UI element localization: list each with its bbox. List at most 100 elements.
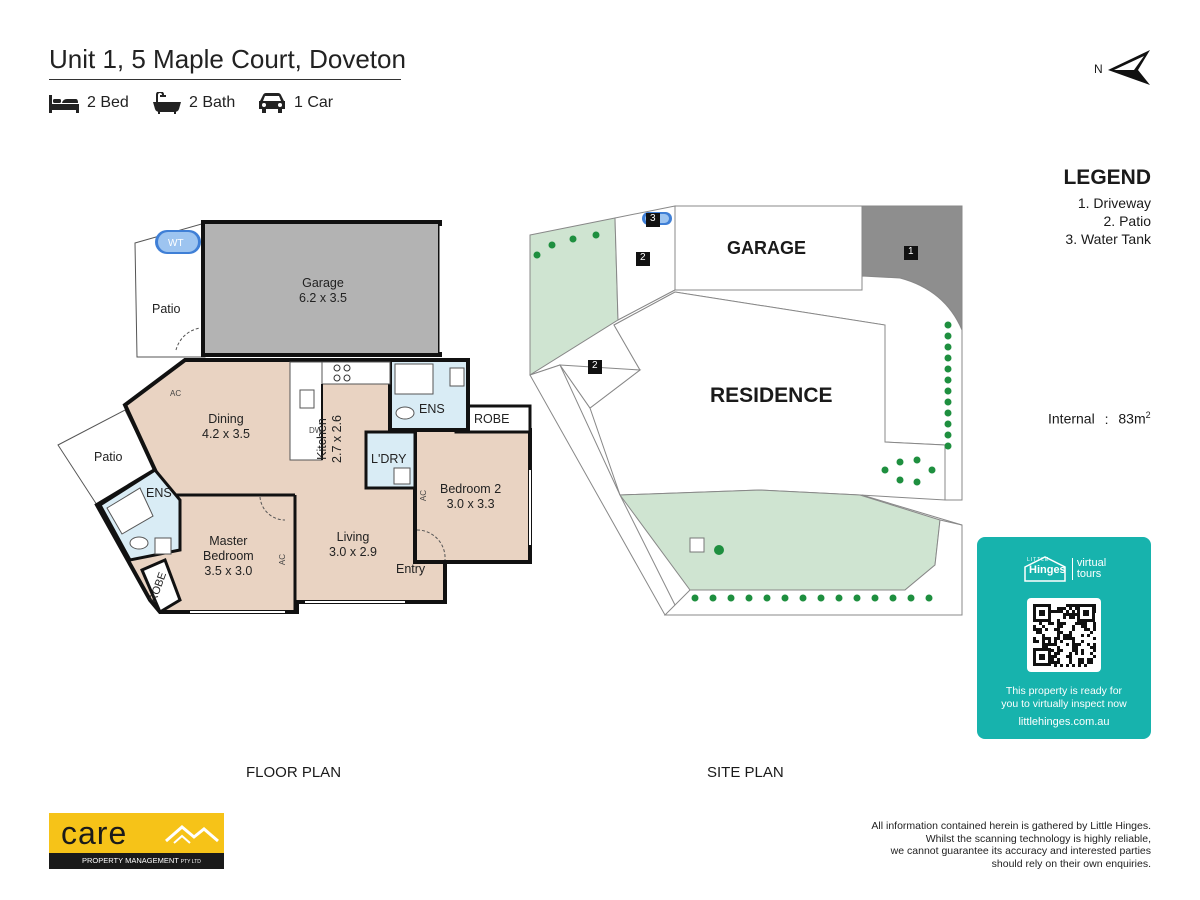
shrub-dot — [944, 387, 952, 395]
entry-label: Entry — [396, 562, 426, 576]
bath-icon — [153, 92, 181, 114]
car-count: 1 Car — [294, 94, 334, 111]
shrub-dot — [763, 594, 771, 602]
north-label: N — [1094, 62, 1103, 76]
kitchen-dims: 2.7 x 2.6 — [329, 415, 344, 463]
laundry-tub — [393, 467, 411, 485]
shrub-dot — [817, 594, 825, 602]
care-sub: PROPERTY MANAGEMENT PTY LTD — [82, 856, 201, 865]
lh-tours: tours — [1076, 568, 1102, 580]
legend-item-water-tank: 3. Water Tank — [1065, 231, 1151, 247]
site-garage-label: GARAGE — [727, 238, 807, 258]
shrub-dot — [944, 442, 952, 450]
care-sub-text: PROPERTY MANAGEMENT — [82, 856, 179, 865]
lh-small: LITTLE — [1027, 557, 1050, 563]
shrub-dot — [944, 321, 952, 329]
garage-dims: 6.2 x 3.5 — [299, 291, 347, 305]
disclaimer-line4: should rely on their own enquiries. — [991, 857, 1151, 870]
living-name: Living — [336, 530, 370, 544]
kitchen-island — [289, 361, 323, 461]
shrub-dot — [727, 594, 735, 602]
water-tank-inner — [158, 232, 198, 252]
shrub-dot — [944, 431, 952, 439]
shrub-dot — [913, 478, 921, 486]
shrub-dot — [799, 594, 807, 602]
dining-name: Dining — [208, 412, 244, 426]
toilet-right — [395, 406, 415, 420]
master-name: Master — [209, 534, 248, 548]
bath-feature: 2 Bath — [153, 92, 235, 114]
lawn-bottom — [619, 489, 941, 591]
shrub-dot — [709, 594, 717, 602]
marker-patio-left: 2 — [592, 360, 598, 371]
basin-right — [449, 367, 465, 387]
basin-left — [154, 537, 172, 555]
shrub-dot — [925, 594, 933, 602]
disclaimer-line3: we cannot guarantee its accuracy and int… — [890, 845, 1151, 857]
ens-right-label: ENS — [419, 402, 445, 416]
garage-name: Garage — [302, 276, 344, 290]
marker-patio-top: 2 — [640, 252, 646, 263]
internal-sep: : — [1104, 410, 1109, 427]
shrub-dot — [569, 235, 577, 243]
disclaimer: All information contained herein is gath… — [791, 820, 1151, 870]
lh-virtual-tours: virtual tours — [1071, 558, 1106, 580]
ac-mark-bedroom2: AC — [419, 489, 429, 502]
ac-mark-master: AC — [278, 553, 288, 566]
shrub-dot — [944, 398, 952, 406]
shrub-dot — [548, 241, 556, 249]
care-logo: care PROPERTY MANAGEMENT PTY LTD — [49, 813, 224, 869]
shower-right — [394, 363, 434, 395]
shrub-dot — [944, 354, 952, 362]
lh-msg-line2: you to virtually inspect now — [1001, 698, 1127, 710]
shrub-dot — [944, 420, 952, 428]
robe-right-label: ROBE — [474, 412, 510, 426]
ac-mark-dining: AC — [170, 389, 182, 398]
shrub-dot — [533, 251, 541, 259]
shrub-dot — [871, 594, 879, 602]
bedroom2-label: Bedroom 2 3.0 x 3.3 — [440, 482, 501, 512]
shrub-dot — [944, 409, 952, 417]
disclaimer-line1: All information contained herein is gath… — [871, 820, 1151, 832]
bedroom2-name: Bedroom 2 — [440, 482, 502, 496]
patio-left-label: Patio — [94, 450, 123, 464]
virtual-tour-card[interactable]: LITTLE Hinges virtual tours This propert… — [977, 537, 1151, 739]
internal-sup: 2 — [1145, 410, 1151, 420]
ens-left-label: ENS — [146, 486, 172, 500]
lh-msg-line1: This property is ready for — [1005, 685, 1123, 697]
laundry-label: L'DRY — [371, 452, 407, 466]
shrub-dot — [907, 594, 915, 602]
lh-hinges: Hinges — [1029, 564, 1066, 576]
dining-dims: 4.2 x 3.5 — [202, 427, 250, 441]
shrub-dot — [592, 231, 600, 239]
garage-label: Garage 6.2 x 3.5 — [299, 276, 347, 306]
garage-site — [674, 205, 863, 291]
shower-left — [106, 487, 154, 535]
legend-item-driveway: 1. Driveway — [1077, 195, 1151, 211]
bed-icon — [49, 95, 79, 113]
shrub-dot — [881, 466, 889, 474]
shrub-dot — [781, 594, 789, 602]
care-word: care — [61, 815, 128, 851]
marker-water-tank: 3 — [650, 213, 656, 224]
legend-title: LEGEND — [1063, 166, 1151, 189]
legend-item-patio: 2. Patio — [1103, 213, 1151, 229]
shrub-dot — [889, 594, 897, 602]
bedroom2-room — [413, 428, 532, 564]
floor-plan — [57, 220, 532, 615]
shrub-dot — [944, 332, 952, 340]
master-label: Master Bedroom 3.5 x 3.0 — [203, 534, 254, 579]
bath-count: 2 Bath — [189, 94, 236, 111]
shrub-dot — [896, 476, 904, 484]
bedroom2-dims: 3.0 x 3.3 — [446, 497, 495, 511]
disclaimer-line2: Whilst the scanning technology is highly… — [925, 832, 1151, 845]
little-hinges-url[interactable]: littlehinges.com.au — [1018, 716, 1110, 728]
wt-label: WT — [168, 238, 184, 249]
master-dims: 3.5 x 3.0 — [204, 564, 253, 578]
shrub-dot — [691, 594, 699, 602]
patio-top-label: Patio — [152, 302, 181, 316]
roof-icon — [165, 825, 219, 844]
qr-code[interactable] — [1027, 598, 1101, 672]
page-title: Unit 1, 5 Maple Court, Doveton — [49, 44, 406, 74]
